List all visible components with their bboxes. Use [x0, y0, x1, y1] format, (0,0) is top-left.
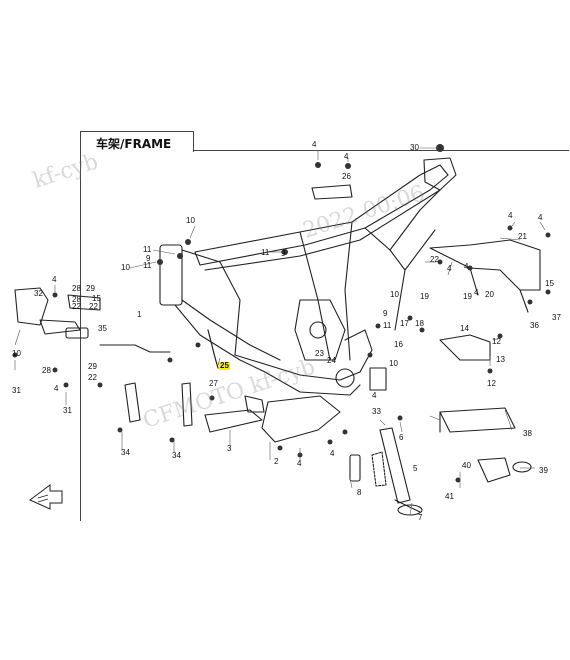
callout-19: 19 [463, 292, 472, 301]
small-cover-plug [477, 457, 532, 483]
callout-40: 40 [462, 461, 471, 470]
callout-4: 4 [52, 275, 57, 284]
callout-37: 37 [552, 313, 561, 322]
callout-31: 31 [12, 386, 21, 395]
callout-22: 22 [72, 302, 81, 311]
callout-4: 4 [464, 262, 469, 271]
callout-17: 17 [400, 319, 409, 328]
callout-26: 26 [342, 172, 351, 181]
callout-4: 4 [447, 264, 452, 273]
callout-9: 9 [146, 254, 151, 263]
callout-4: 4 [508, 211, 513, 220]
callout-10: 10 [186, 216, 195, 225]
leader-lines [14, 147, 546, 516]
footrest-bracket [204, 395, 341, 443]
callout-12: 12 [487, 379, 496, 388]
callout-8: 8 [357, 488, 362, 497]
callout-11: 11 [143, 245, 152, 254]
diagram-border [80, 150, 569, 521]
callout-2: 2 [274, 457, 279, 466]
left-bracket-assembly [14, 287, 171, 353]
callout-11: 11 [261, 248, 270, 257]
callout-18: 18 [415, 319, 424, 328]
callout-36: 36 [530, 321, 539, 330]
callout-28: 28 [72, 284, 81, 293]
callout-32: 32 [34, 289, 43, 298]
callout-10: 10 [390, 290, 399, 299]
callout-23: 23 [315, 349, 324, 358]
callout-22: 22 [89, 302, 98, 311]
cylinder-part [349, 454, 361, 482]
callout-4: 4 [312, 140, 317, 149]
callout-28: 28 [42, 366, 51, 375]
callout-4: 4 [330, 449, 335, 458]
callout-11: 11 [143, 261, 152, 270]
callout-4: 4 [297, 459, 302, 468]
callout-34: 34 [121, 448, 130, 457]
callout-4: 4 [538, 213, 543, 222]
frame-lower-cradle [234, 299, 373, 396]
callout-20: 20 [485, 290, 494, 299]
callout-38: 38 [523, 429, 532, 438]
callout-9: 9 [383, 309, 388, 318]
callout-3: 3 [227, 444, 232, 453]
wire-part [207, 329, 219, 369]
callout-35: 35 [98, 324, 107, 333]
front-direction-arrow [29, 484, 63, 510]
callout-9: 9 [281, 249, 286, 258]
callout-10: 10 [12, 349, 21, 358]
title-tab [80, 131, 194, 152]
callout-24: 24 [327, 356, 336, 365]
callout-29: 29 [88, 362, 97, 371]
callout-10: 10 [121, 263, 130, 272]
callout-22: 22 [88, 373, 97, 382]
callout-31: 31 [63, 406, 72, 415]
rear-subframe [429, 239, 541, 313]
callout-4: 4 [54, 384, 59, 393]
callout-19: 19 [420, 292, 429, 301]
callout-27: 27 [209, 379, 218, 388]
callout-5: 5 [413, 464, 418, 473]
callout-14: 14 [460, 324, 469, 333]
callout-33: 33 [372, 407, 381, 416]
callout-7: 7 [418, 513, 423, 522]
diagram-title: 车架/FRAME [96, 137, 172, 151]
callout-28: 28 [72, 295, 81, 304]
callout-22: 22 [430, 255, 439, 264]
callout-16: 16 [394, 340, 403, 349]
callout-30: 30 [410, 143, 419, 152]
callout-41: 41 [445, 492, 454, 501]
callout-11: 11 [383, 321, 392, 330]
callout-13: 13 [496, 355, 505, 364]
callout-25: 25 [219, 361, 230, 370]
callout-4: 4 [372, 391, 377, 400]
fastener-bolts [12, 144, 551, 483]
frame-steering-head [159, 244, 281, 373]
vertical-plates [124, 382, 193, 427]
seat-bracket [311, 157, 457, 200]
callout-10: 10 [389, 359, 398, 368]
callout-4: 4 [474, 288, 479, 297]
callout-21: 21 [518, 232, 527, 241]
callout-6: 6 [399, 433, 404, 442]
callout-34: 34 [172, 451, 181, 460]
frame-top-rail [194, 164, 449, 361]
callout-4: 4 [344, 152, 349, 161]
right-side-brackets [369, 334, 491, 391]
harness-bracket [439, 407, 516, 433]
callout-39: 39 [539, 466, 548, 475]
callout-15: 15 [545, 279, 554, 288]
callout-12: 12 [492, 337, 501, 346]
callout-1: 1 [137, 310, 142, 319]
callout-15: 15 [92, 294, 101, 303]
callout-29: 29 [86, 284, 95, 293]
